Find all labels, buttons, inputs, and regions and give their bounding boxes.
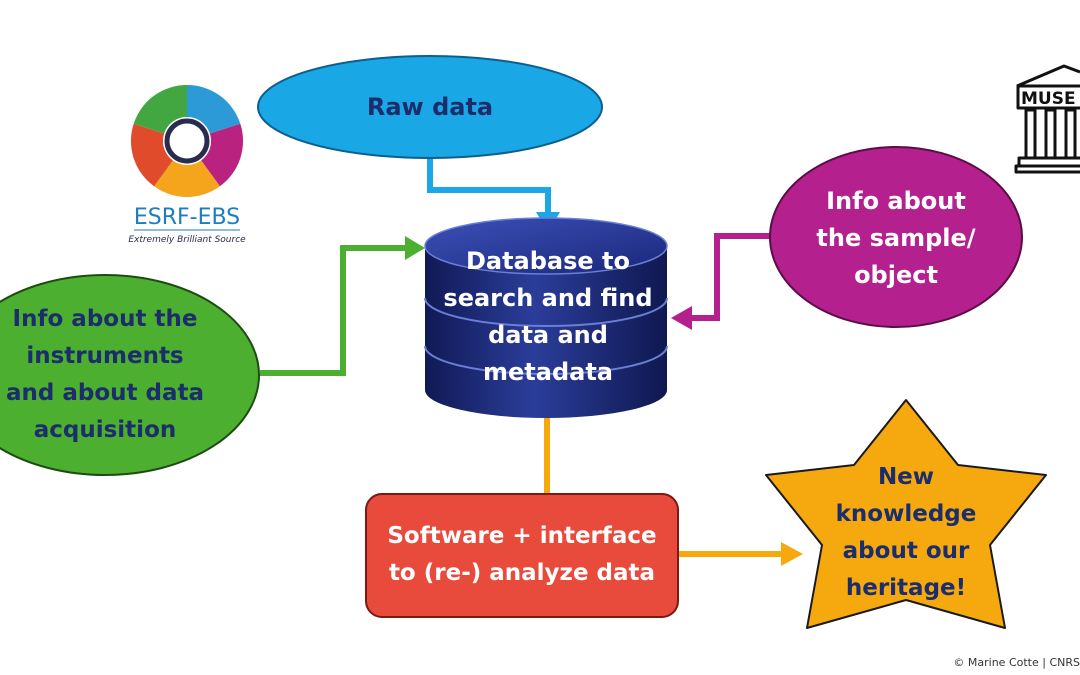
knowledge-label: New knowledge about our heritage! <box>816 458 996 608</box>
database-label: Database to search and find data and met… <box>430 242 666 392</box>
database-line-3: data and <box>488 321 608 349</box>
connector-raw-to-database <box>427 158 551 215</box>
knowledge-line-2: knowledge <box>835 501 977 527</box>
knowledge-node <box>765 399 1047 629</box>
instruments-line-3: and about data <box>5 380 205 406</box>
software-line-1: Software + interface <box>387 523 657 549</box>
software-node <box>365 493 679 618</box>
instruments-label: Info about the instruments and about dat… <box>0 300 210 450</box>
arrow-head-sample <box>671 306 692 330</box>
sample-line-2: the sample/ <box>816 223 976 252</box>
sample-node <box>769 146 1023 328</box>
software-line-2: to (re-) analyze data <box>388 560 656 586</box>
database-line-1: Database to <box>465 247 631 275</box>
sample-line-3: object <box>854 260 938 289</box>
knowledge-line-1: New <box>877 464 935 490</box>
database-line-4: metadata <box>483 358 613 386</box>
esrf-logo-name: ESRF-EBS <box>134 205 240 230</box>
software-label: Software + interface to (re-) analyze da… <box>370 515 674 595</box>
instruments-node <box>0 274 260 476</box>
sample-line-1: Info about <box>826 186 966 215</box>
connector-sample-to-database <box>690 233 773 321</box>
instruments-line-2: instruments <box>26 343 184 369</box>
esrf-logo: ESRF-EBS Extremely Brilliant Source <box>128 84 246 245</box>
esrf-logo-tagline: Extremely Brilliant Source <box>128 235 246 245</box>
raw-data-label: Raw data <box>300 85 560 129</box>
museum-building-icon: MUSE <box>1014 64 1080 174</box>
knowledge-line-3: about our <box>842 538 970 564</box>
arrow-head-knowledge <box>781 542 803 566</box>
arrow-head-instruments <box>405 236 425 260</box>
raw-data-node <box>257 55 603 159</box>
museum-sign-lettering: MUSE <box>1021 89 1076 109</box>
instruments-line-4: acquisition <box>33 417 177 443</box>
database-line-2: search and find <box>443 284 653 312</box>
sample-label: Info about the sample/ object <box>786 182 1006 294</box>
instruments-line-1: Info about the <box>12 306 198 332</box>
raw-data-text: Raw data <box>366 93 494 121</box>
connector-instruments-to-database <box>260 245 408 376</box>
copyright-credit: © Marine Cotte | CNRS <box>953 656 1080 669</box>
database-node <box>424 217 668 418</box>
esrf-ring-icon <box>130 84 244 197</box>
knowledge-line-4: heritage! <box>845 575 967 601</box>
connectors <box>260 158 803 566</box>
